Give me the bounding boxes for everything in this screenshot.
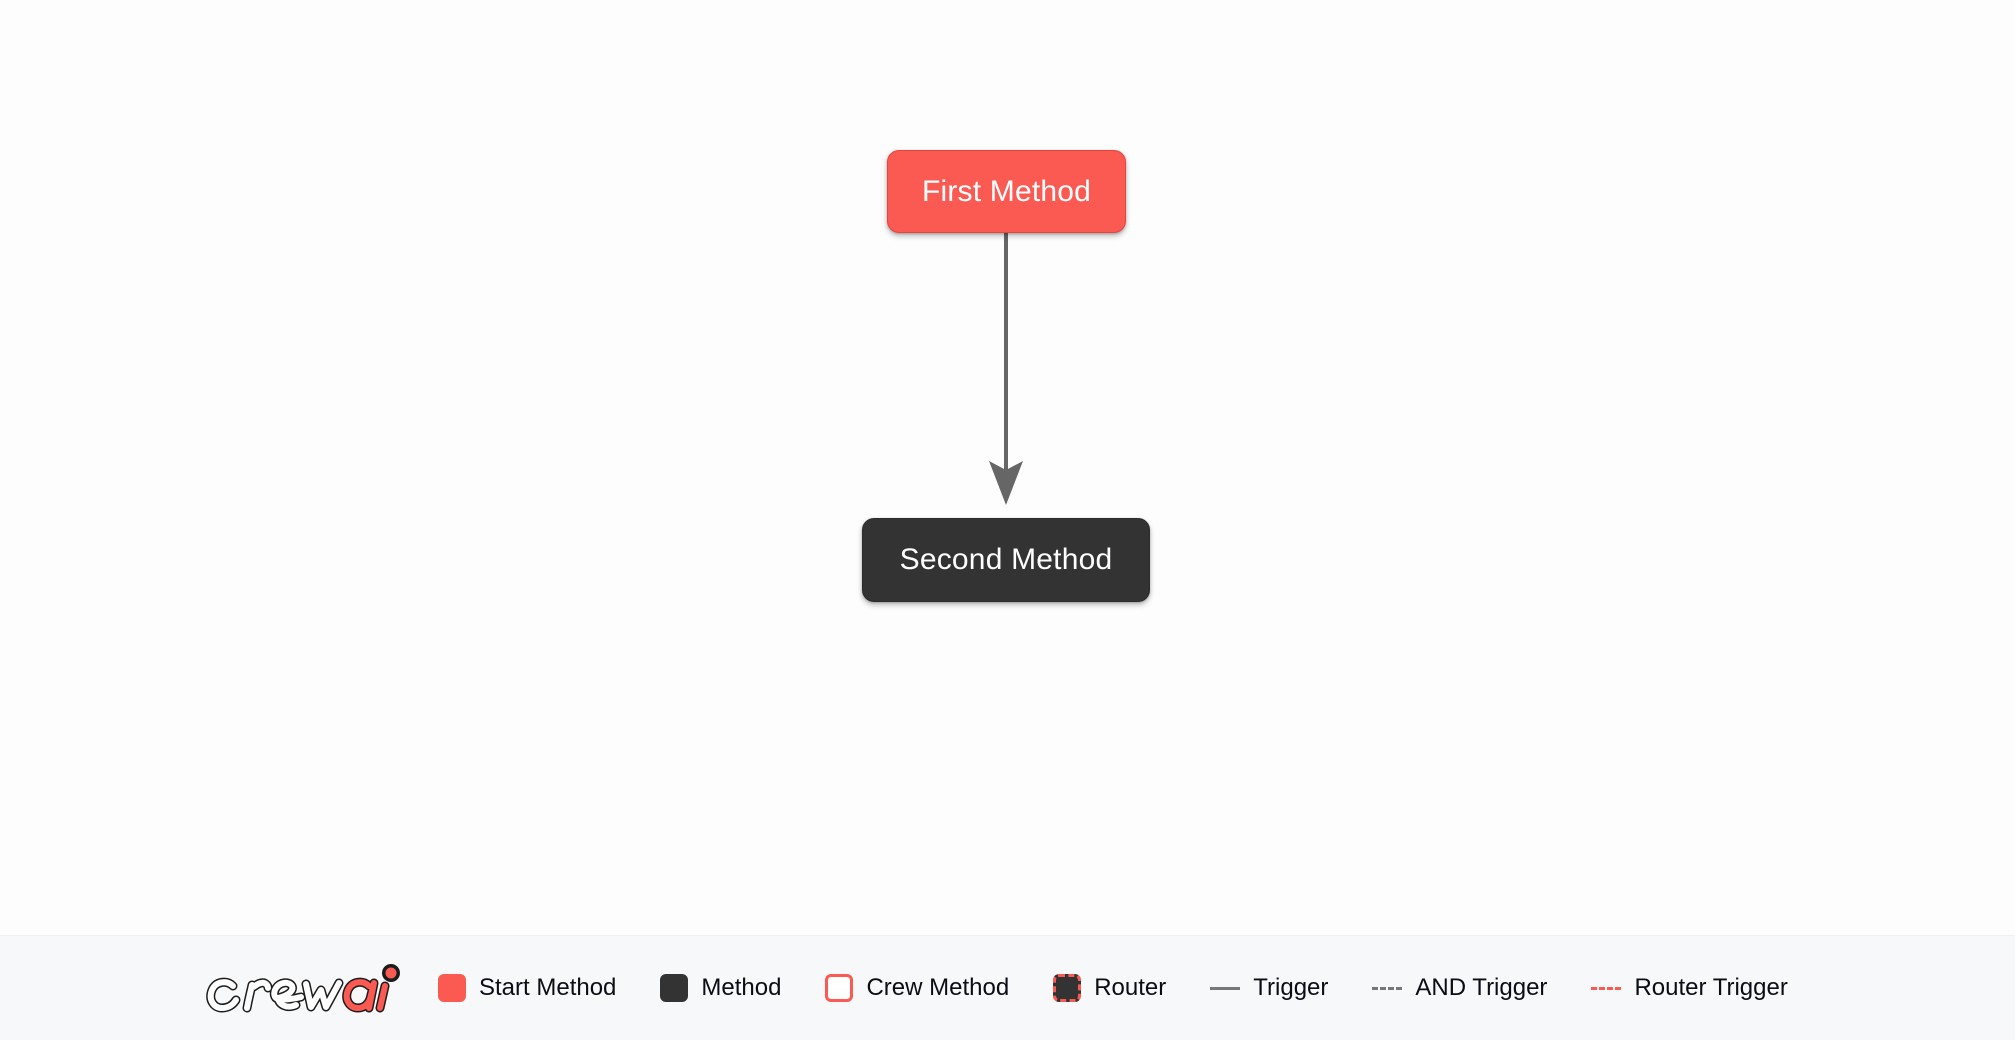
legend-label-and-trigger: AND Trigger xyxy=(1415,974,1548,1001)
crewai-logo xyxy=(206,964,400,1013)
legend-item-crew-method[interactable]: Crew Method xyxy=(825,974,1009,1002)
crew-method-swatch-icon xyxy=(825,974,854,1002)
legend-label-router: Router xyxy=(1094,974,1167,1001)
legend-item-router-trigger[interactable]: Router Trigger xyxy=(1591,974,1788,1001)
legend-label-crew-method: Crew Method xyxy=(866,974,1010,1001)
legend-label-router-trigger: Router Trigger xyxy=(1634,974,1788,1001)
router-swatch-icon xyxy=(1053,974,1082,1002)
legend-item-start-method[interactable]: Start Method xyxy=(438,974,616,1002)
legend-items: Start Method Method Crew Method Router T… xyxy=(438,974,2015,1002)
legend-label-start-method: Start Method xyxy=(479,974,617,1001)
legend-label-method: Method xyxy=(701,974,782,1001)
legend-item-method[interactable]: Method xyxy=(660,974,781,1002)
edge-layer xyxy=(989,233,1023,505)
legend-bar: Start Method Method Crew Method Router T… xyxy=(0,935,2015,1040)
node-second-method[interactable]: Second Method xyxy=(862,518,1150,602)
legend-item-router[interactable]: Router xyxy=(1053,974,1166,1002)
and-trigger-line-icon xyxy=(1372,986,1403,990)
edge-first-to-second xyxy=(989,233,1023,505)
node-first-method-label: First Method xyxy=(921,174,1092,208)
router-trigger-line-icon xyxy=(1591,986,1622,990)
node-first-method[interactable]: First Method xyxy=(887,150,1126,233)
legend-label-trigger: Trigger xyxy=(1253,974,1329,1001)
edge-arrowhead xyxy=(989,461,1023,505)
flow-canvas[interactable]: First Method Second Method xyxy=(0,0,2015,935)
start-method-swatch-icon xyxy=(438,974,466,1002)
legend-item-and-trigger[interactable]: AND Trigger xyxy=(1372,976,1547,1000)
method-swatch-icon xyxy=(660,974,689,1002)
legend-item-trigger[interactable]: Trigger xyxy=(1210,976,1328,1000)
node-second-method-label: Second Method xyxy=(899,543,1113,576)
trigger-line-icon xyxy=(1210,986,1241,990)
